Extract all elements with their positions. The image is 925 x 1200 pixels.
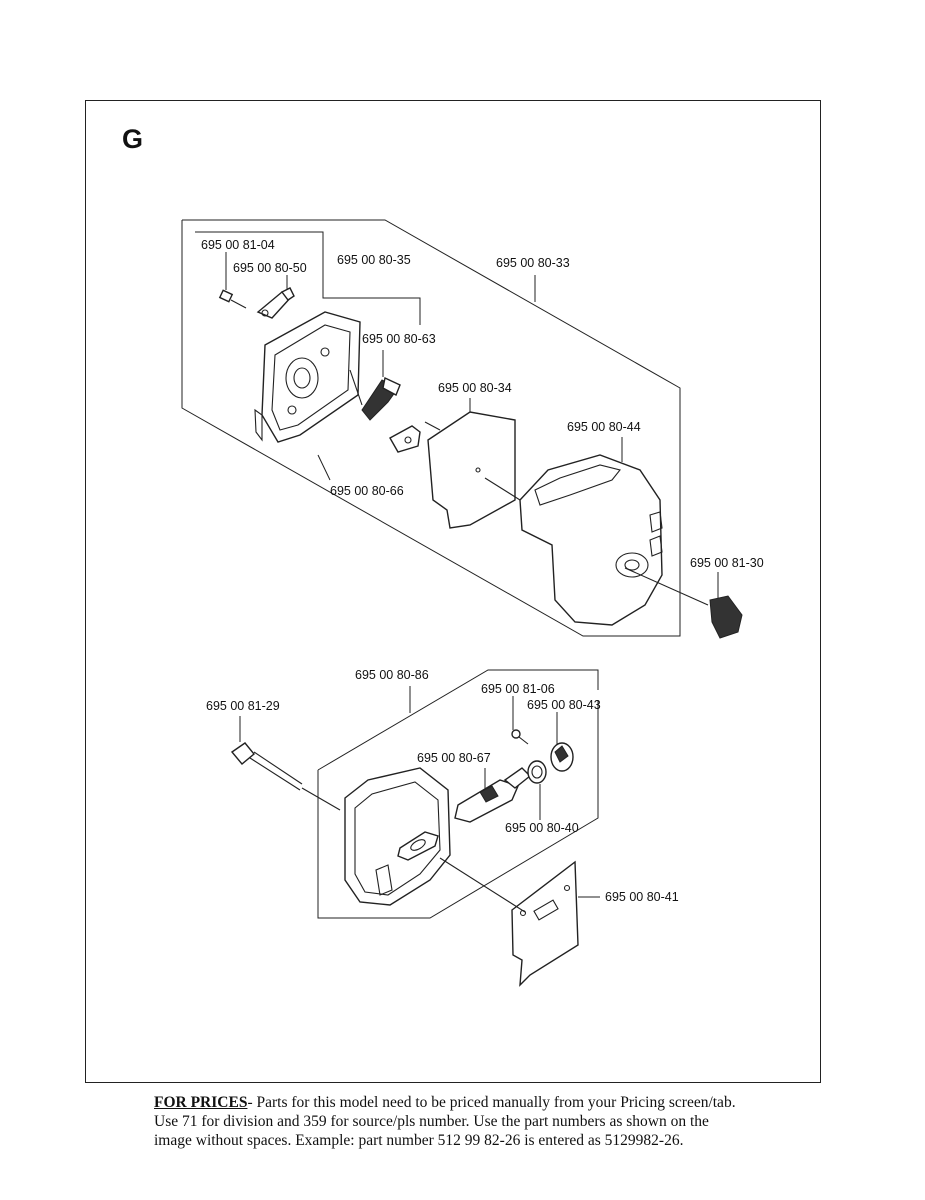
muffler-group-outline <box>317 669 599 919</box>
pricing-note-heading: FOR PRICES <box>154 1094 248 1111</box>
part-label: 695 00 80-43 <box>527 698 601 712</box>
clip-part <box>256 275 295 319</box>
part-label: 695 00 80-50 <box>233 261 307 275</box>
filter-cover <box>254 311 361 443</box>
part-label: 695 00 80-41 <box>605 890 679 904</box>
part-label: 695 00 80-33 <box>496 256 570 270</box>
part-label: 695 00 80-44 <box>567 420 641 434</box>
part-label: 695 00 80-86 <box>355 668 429 682</box>
deflector-part <box>454 767 532 823</box>
part-label: 695 00 80-35 <box>337 253 411 267</box>
part-label: 695 00 80-34 <box>438 381 512 395</box>
diagram-frame <box>85 100 821 1083</box>
filter-plate <box>427 398 521 529</box>
small-screw-part <box>511 696 529 745</box>
part-label: 695 00 80-40 <box>505 821 579 835</box>
pricing-note: FOR PRICES- Parts for this model need to… <box>154 1093 834 1150</box>
part-label: 695 00 81-04 <box>201 238 275 252</box>
spark-screen-part <box>550 712 574 772</box>
part-label: 695 00 80-63 <box>362 332 436 346</box>
part-label: 695 00 81-06 <box>481 682 555 696</box>
air-filter-housing <box>519 437 663 626</box>
air-filter-group-outline <box>181 219 681 637</box>
knob-part <box>624 567 743 639</box>
screw-part <box>218 252 247 309</box>
pricing-note-line2: Use 71 for division and 359 for source/p… <box>154 1113 709 1130</box>
ring-part <box>527 760 547 820</box>
bolt-part <box>230 716 341 811</box>
part-label: 695 00 80-66 <box>330 484 404 498</box>
part-label: 695 00 80-67 <box>417 751 491 765</box>
choke-lever-part <box>349 350 401 421</box>
bracket-part <box>389 421 441 453</box>
part-label: 695 00 81-30 <box>690 556 764 570</box>
pricing-note-line1: FOR PRICES- Parts for this model need to… <box>154 1094 736 1111</box>
section-letter: G <box>122 124 144 154</box>
part-label: 695 00 81-29 <box>206 699 280 713</box>
gasket-part <box>439 857 600 987</box>
muffler-body <box>344 767 451 906</box>
pricing-note-line3: image without spaces. Example: part numb… <box>154 1132 684 1149</box>
